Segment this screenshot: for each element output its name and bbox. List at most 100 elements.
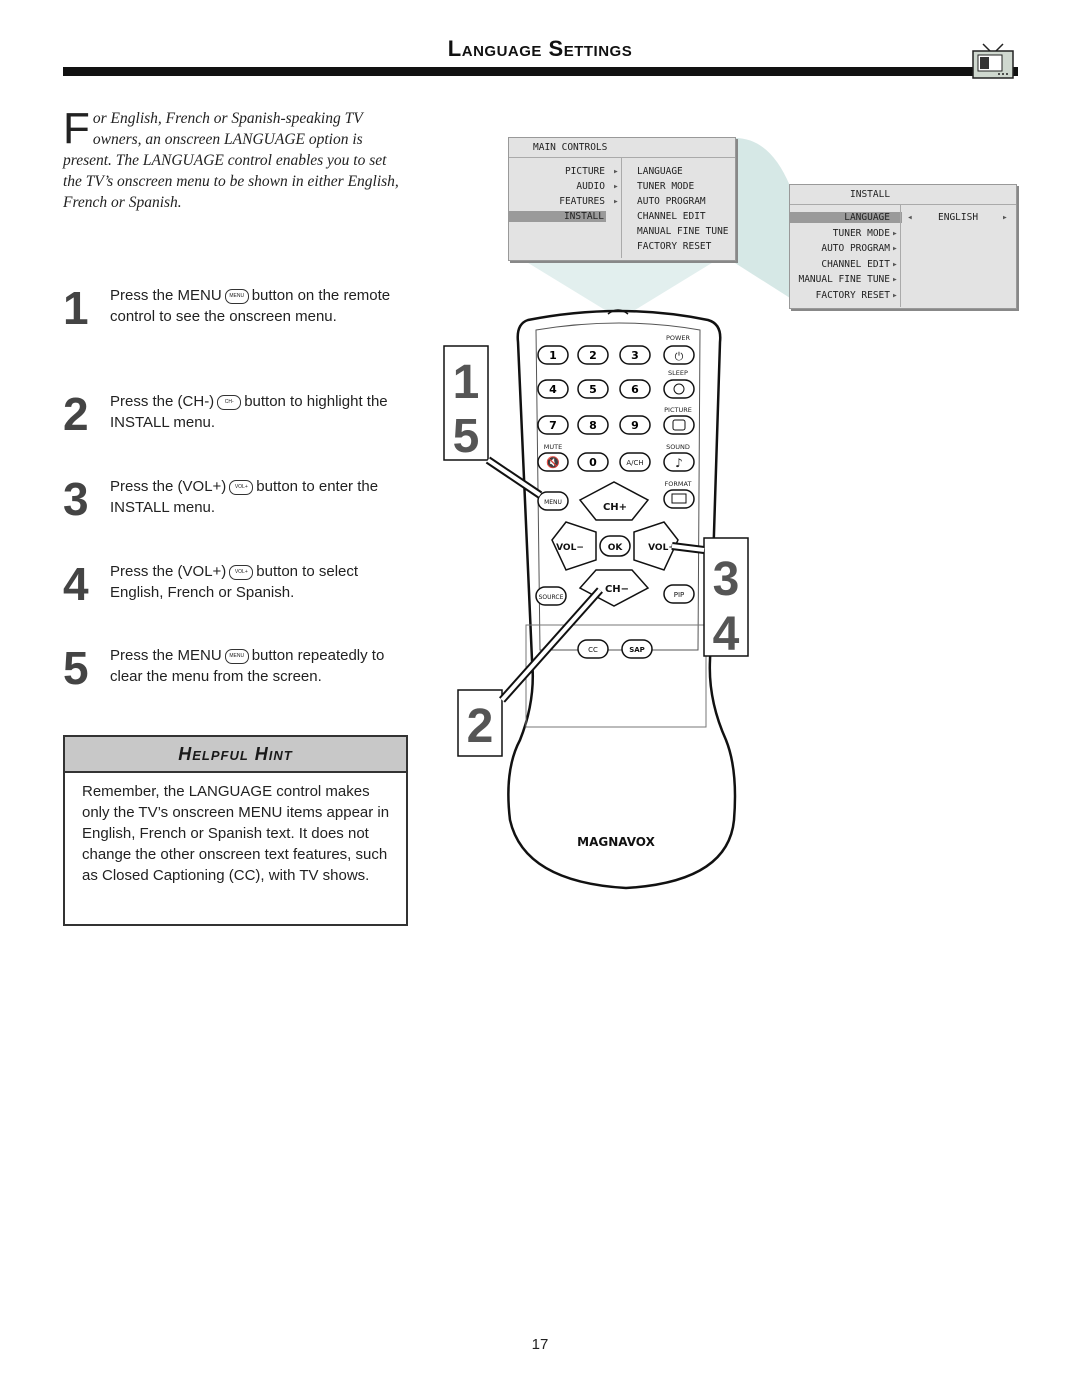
ok-label: OK [608, 543, 624, 553]
ch-down-button-icon: CH- [217, 394, 242, 410]
step-number: 4 [63, 558, 89, 610]
submenu-item-channel-edit: CHANNEL EDIT [637, 211, 706, 222]
step-text-end: button to select English, French or Span… [110, 563, 359, 601]
step-text: Press the (VOL+)VOL+button to enter the … [110, 476, 410, 518]
menu-connector-beam [735, 138, 790, 298]
picture-label: PICTURE [664, 406, 692, 414]
vol-up-label: VOL+ [648, 543, 676, 553]
ch-up-button [578, 481, 650, 521]
arrow-right-icon: ▸ [892, 228, 898, 239]
callout-2: 2 [467, 700, 494, 753]
format-button [663, 489, 695, 509]
language-value: ENGLISH [938, 212, 979, 223]
digit-3-label: 3 [631, 349, 639, 362]
digit-2-label: 2 [589, 349, 597, 362]
digit-2-button [577, 345, 609, 365]
digit-9-label: 9 [631, 419, 639, 432]
arrow-right-icon: ▸ [892, 274, 898, 285]
step-text: Press the (CH-)CH-button to highlight th… [110, 391, 410, 433]
arrow-right-icon: ▸ [613, 196, 619, 207]
menu-button-icon: MENU [224, 648, 249, 664]
digit-1-button [537, 345, 569, 365]
picture-button [663, 415, 695, 435]
arrow-right-icon: ▸ [892, 243, 898, 254]
arrow-right-icon: ▸ [613, 166, 619, 177]
cc-label: CC [588, 646, 598, 654]
tv-icon [972, 43, 1014, 79]
install-item-auto-program: AUTO PROGRAM [821, 243, 890, 254]
step-text-start: Press the (VOL+) [110, 563, 227, 580]
step-text-start: Press the (CH-) [110, 393, 215, 410]
vol-down-button [551, 521, 597, 571]
digit-3-button [619, 345, 651, 365]
vol-down-label: VOL− [556, 543, 584, 553]
hint-body: Remember, the LANGUAGE control makes onl… [82, 783, 390, 884]
power-label: POWER [666, 334, 691, 342]
page-title: Language Settings [447, 36, 633, 61]
step-text: Press the (VOL+)VOL+button to select Eng… [110, 561, 410, 603]
music-note-icon: ♪ [675, 456, 683, 470]
digit-7-label: 7 [549, 419, 557, 432]
drop-cap: F [63, 104, 90, 153]
picture-icon [672, 419, 686, 431]
vol-up-button-icon: VOL+ [229, 564, 254, 580]
arrow-right-icon: ▸ [892, 290, 898, 301]
step-text-start: Press the MENU [110, 287, 222, 304]
step-text-end: button on the remote control to see the … [110, 287, 391, 325]
sound-button [663, 452, 695, 472]
menu-button-icon: MENU [224, 288, 249, 304]
callout-5: 5 [453, 410, 480, 463]
menu-item-features: FEATURES [559, 196, 605, 207]
format-label: FORMAT [665, 480, 692, 488]
menu-divider [900, 205, 901, 307]
callout-box-2 [457, 689, 503, 757]
submenu-item-factory-reset: FACTORY RESET [637, 241, 712, 252]
step-text-start: Press the MENU [110, 647, 222, 664]
menu-header: MAIN CONTROLS [509, 138, 735, 158]
step-text-end: button repeatedly to clear the menu from… [110, 647, 385, 685]
arrow-right-icon: ▸ [613, 181, 619, 192]
callout-4: 4 [713, 608, 740, 661]
mute-button [537, 452, 569, 472]
source-button [535, 586, 567, 606]
menu-label: MENU [544, 499, 562, 506]
cc-button [577, 639, 609, 659]
vol-up-button-icon: VOL+ [229, 479, 254, 495]
step-number: 1 [63, 282, 89, 334]
hint-title: Helpful Hint [65, 737, 406, 773]
pip-button [663, 584, 695, 604]
sap-button [621, 639, 653, 659]
sleep-button [663, 379, 695, 399]
digit-8-label: 8 [589, 419, 597, 432]
digit-5-label: 5 [589, 383, 597, 396]
title-rule [63, 67, 1018, 76]
digit-7-button [537, 415, 569, 435]
ch-down-label: CH− [605, 584, 629, 595]
digit-1-label: 1 [549, 349, 557, 362]
power-button [663, 345, 695, 365]
digit-0-label: 0 [589, 456, 597, 469]
menu-header: INSTALL [790, 185, 1016, 205]
ch-up-label: CH+ [603, 502, 627, 513]
remote-beam [520, 258, 720, 313]
power-icon: ⏻ [675, 350, 684, 363]
menu-divider [621, 158, 622, 258]
callout-box-3-4 [703, 537, 749, 657]
menu-item-audio: AUDIO [576, 181, 605, 192]
digit-6-label: 6 [631, 383, 639, 396]
digit-9-button [619, 415, 651, 435]
step-4: 4 Press the (VOL+)VOL+button to select E… [63, 561, 408, 607]
source-label: SOURCE [539, 594, 564, 601]
sleep-label: SLEEP [668, 369, 688, 377]
intro-text: or English, French or Spanish-speaking T… [63, 110, 399, 211]
callout-1: 1 [453, 356, 480, 409]
step-number: 5 [63, 642, 89, 694]
digit-4-label: 4 [549, 383, 557, 396]
step-number: 2 [63, 388, 89, 440]
submenu-item-tuner-mode: TUNER MODE [637, 181, 695, 192]
menu-item-install: INSTALL [509, 211, 606, 222]
install-item-language: LANGUAGE [790, 212, 902, 223]
